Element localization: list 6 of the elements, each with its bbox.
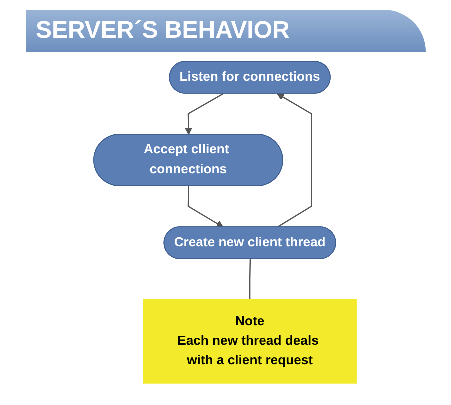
title: SERVER´S BEHAVIOR (26, 10, 426, 52)
connector (250, 258, 252, 300)
arrow (185, 92, 224, 135)
arrow (277, 93, 312, 228)
node-box: Note Each new thread deals with a client request (143, 298, 358, 384)
arrow (188, 186, 224, 228)
